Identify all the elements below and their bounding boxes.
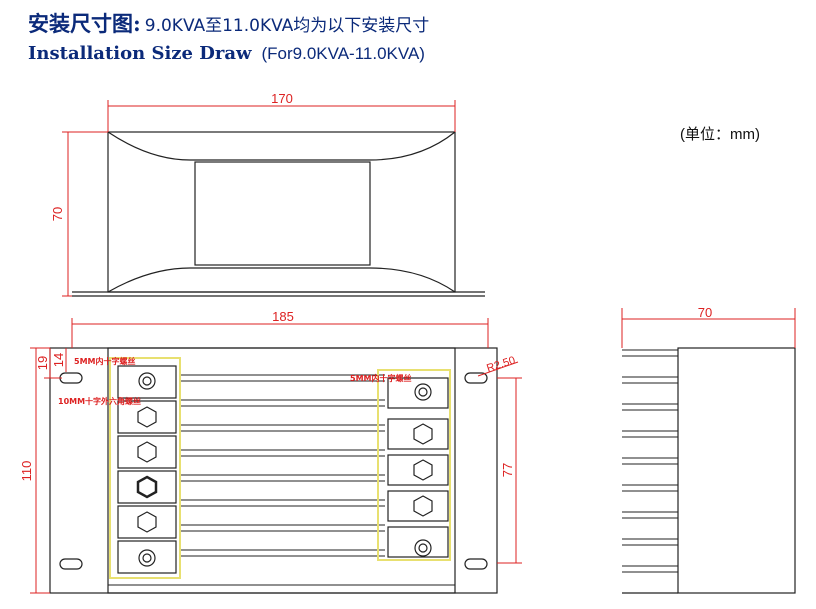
top-view — [72, 131, 485, 297]
round-screw-icon[interactable] — [414, 383, 432, 401]
hex-bolt-icon[interactable] — [136, 475, 158, 499]
inner-height-dimension — [497, 377, 522, 564]
round-screw-inner-icon — [418, 387, 428, 397]
round-screw-inner-icon — [418, 543, 428, 553]
unit-label: (单位：mm) — [680, 126, 760, 143]
mount-slot-bottom-left[interactable] — [59, 558, 83, 570]
side-view — [622, 347, 796, 594]
top-view-curve-upper — [107, 131, 456, 161]
offset-dimensions — [44, 348, 67, 379]
top-height-label: 70 — [50, 207, 65, 221]
title-cn: 安装尺寸图: — [28, 11, 141, 36]
mount-slot-top-left[interactable] — [59, 372, 83, 384]
mount-slot-bottom-right[interactable] — [464, 558, 488, 570]
title-cn-sub: 9.0KVA至11.0KVA均为以下安装尺寸 — [144, 16, 430, 36]
round-screw-inner-icon — [142, 553, 152, 563]
title-en-sub: (For9.0KVA-11.0KVA) — [261, 44, 425, 63]
side-width-dimension — [621, 308, 796, 348]
front-width-dimension — [71, 318, 489, 348]
hex-bolt-icon[interactable] — [137, 441, 157, 463]
title-en: Installation Size Draw — [28, 43, 252, 64]
round-screw-icon[interactable] — [414, 539, 432, 557]
right-terminal-block — [377, 369, 451, 561]
top-height-dimension — [62, 131, 108, 297]
top-width-dimension — [107, 100, 456, 132]
top-view-curve-lower — [107, 267, 456, 293]
front-width-label: 185 — [272, 309, 294, 324]
front-view — [49, 347, 498, 594]
top-view-panel — [194, 161, 371, 266]
front-view-body — [107, 347, 456, 594]
radius-label: R2.50 — [485, 354, 517, 374]
drawing-title: 安装尺寸图:9.0KVA至11.0KVA均为以下安装尺寸 — [28, 8, 429, 38]
inner-height-label: 77 — [500, 463, 515, 477]
screw-label-hex: 10MM十字外六角螺丝 — [58, 396, 141, 406]
hex-bolt-icon[interactable] — [413, 423, 433, 445]
left-terminal-block — [109, 357, 181, 579]
round-screw-icon[interactable] — [138, 372, 156, 390]
offset-19-label: 19 — [35, 356, 50, 370]
heatsink-fins — [108, 374, 455, 586]
side-view-fins — [622, 349, 678, 573]
screw-label-left: 5MM内十字螺丝 — [74, 356, 136, 366]
hex-bolt-icon[interactable] — [137, 406, 157, 428]
top-width-label: 170 — [271, 91, 293, 106]
mount-slot-top-right[interactable] — [464, 372, 488, 384]
right-terminal-screws — [413, 383, 433, 557]
front-height-dimension — [30, 347, 50, 594]
offset-14-label: 14 — [51, 353, 66, 367]
radius-leader — [477, 361, 519, 377]
hex-bolt-icon[interactable] — [137, 511, 157, 533]
round-screw-inner-icon — [142, 376, 152, 386]
hex-bolt-icon[interactable] — [413, 459, 433, 481]
side-width-label: 70 — [698, 305, 712, 320]
side-view-body — [677, 347, 796, 594]
screw-label-right: 5MM内十字螺丝 — [350, 373, 412, 383]
hex-bolt-icon[interactable] — [413, 495, 433, 517]
round-screw-icon[interactable] — [138, 549, 156, 567]
drawing-subtitle: Installation Size Draw (For9.0KVA-11.0KVA… — [28, 43, 425, 64]
left-terminal-screws — [136, 372, 158, 567]
front-height-label: 110 — [19, 461, 34, 482]
